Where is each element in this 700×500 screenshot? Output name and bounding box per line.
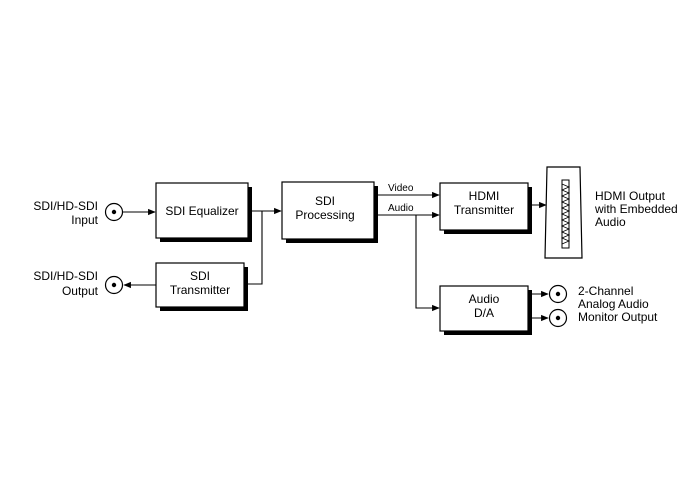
tap-to-transmitter-line bbox=[245, 211, 263, 285]
audio-signal-label: Audio bbox=[388, 203, 414, 214]
audio-da-label-line1: Audio bbox=[469, 292, 500, 306]
audio-da-label-line2: D/A bbox=[474, 306, 494, 320]
analog-audio-left-connector-icon bbox=[548, 284, 568, 304]
sdi-processing-label-line1: SDI bbox=[315, 194, 335, 208]
hdmi-output-label-line1: HDMI Output bbox=[595, 189, 666, 203]
hdmi-output-label-line3: Audio bbox=[595, 215, 626, 229]
hdmi-connector-icon bbox=[544, 166, 583, 259]
output-label-line1: SDI/HD-SDI bbox=[33, 269, 98, 283]
signal-lines bbox=[123, 191, 549, 322]
sdi-transmitter-block: SDI Transmitter bbox=[155, 262, 248, 311]
sdi-transmitter-label-line1: SDI bbox=[190, 269, 210, 283]
hdmi-output-label-line2: with Embedded bbox=[594, 202, 678, 216]
audio-to-da-arrow bbox=[415, 215, 440, 312]
input-bnc-connector-icon bbox=[104, 202, 124, 222]
hdmi-transmitter-label-line2: Transmitter bbox=[454, 203, 514, 217]
input-label-line2: Input bbox=[71, 213, 98, 227]
output-label-line2: Output bbox=[62, 284, 99, 298]
analog-audio-label-line2: Analog Audio bbox=[578, 297, 649, 311]
hdmi-transmitter-label-line1: HDMI bbox=[469, 189, 500, 203]
sdi-equalizer-label: SDI Equalizer bbox=[165, 204, 238, 218]
output-bnc-connector-icon bbox=[104, 275, 124, 295]
sdi-processing-label-line2: Processing bbox=[295, 208, 354, 222]
video-signal-label: Video bbox=[388, 183, 414, 194]
hdmi-transmitter-block: HDMI Transmitter bbox=[439, 182, 532, 234]
audio-da-block: Audio D/A bbox=[439, 285, 532, 335]
analog-audio-right-connector-icon bbox=[548, 308, 568, 328]
input-label-line1: SDI/HD-SDI bbox=[33, 199, 98, 213]
sdi-transmitter-label-line2: Transmitter bbox=[170, 283, 230, 297]
sdi-equalizer-block: SDI Equalizer bbox=[155, 182, 252, 242]
analog-audio-label-line3: Monitor Output bbox=[578, 310, 658, 324]
analog-audio-label-line1: 2-Channel bbox=[578, 284, 633, 298]
sdi-processing-block: SDI Processing bbox=[281, 181, 378, 243]
